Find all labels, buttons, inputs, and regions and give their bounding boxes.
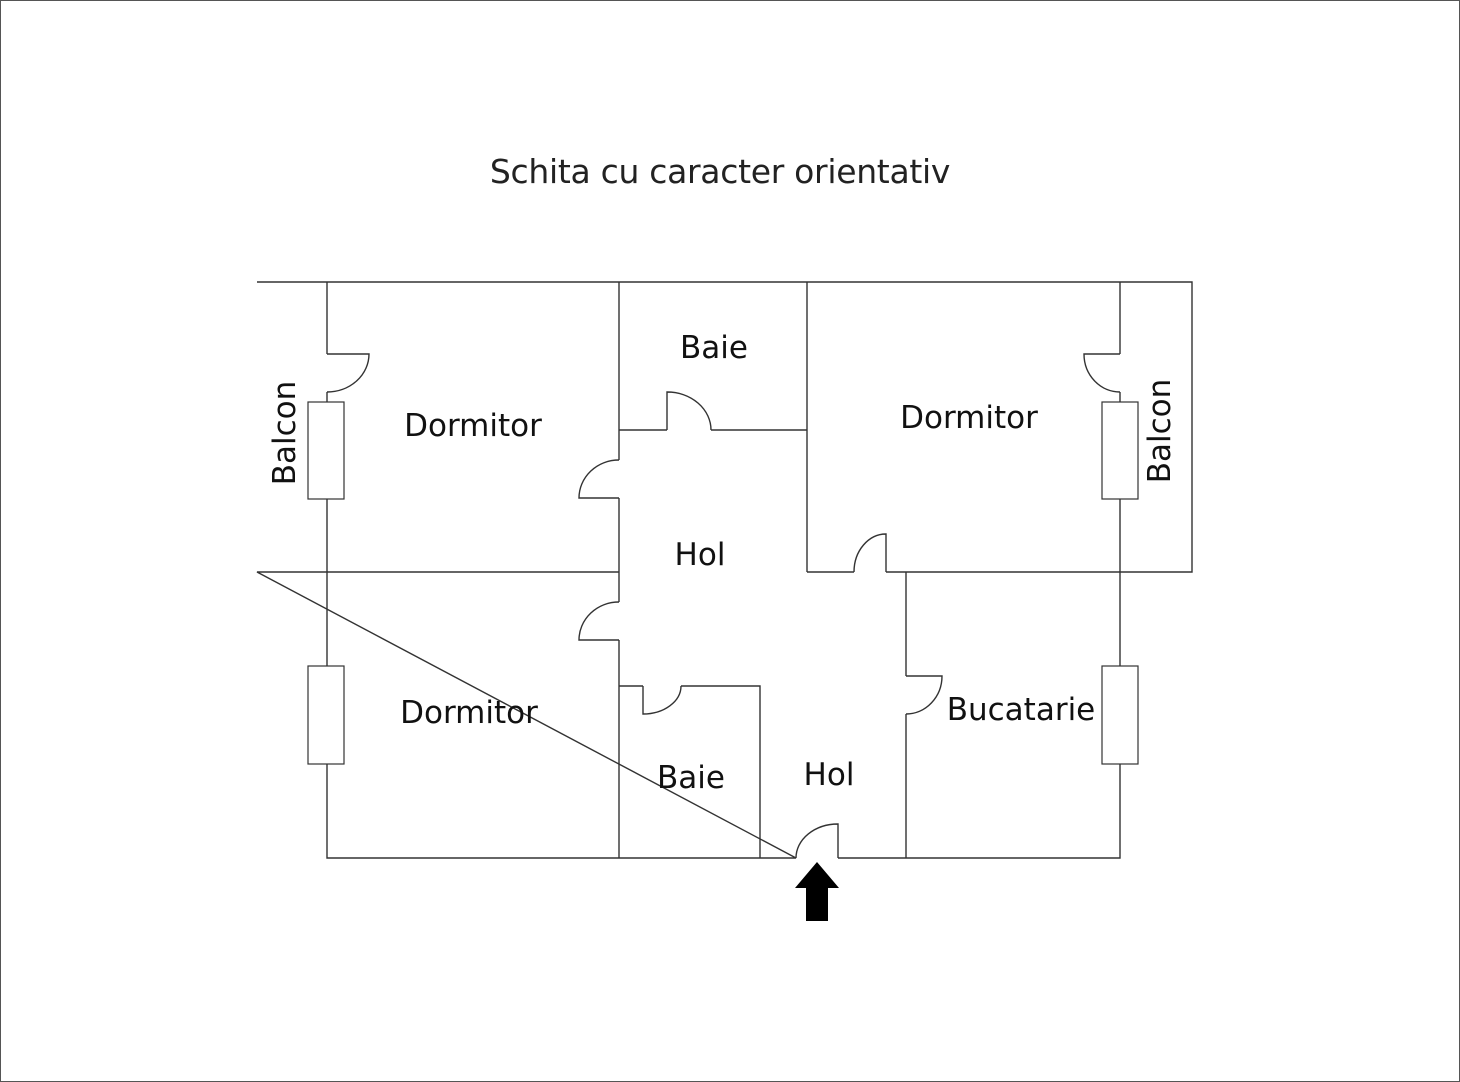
label-dormitor-top-left: Dormitor [404,408,542,444]
entrance-arrow-icon [795,862,839,921]
window-dormitor-bottom-left [307,665,345,765]
door-dormitor-top-left [578,459,620,499]
window-balcon-right [1101,401,1139,500]
label-baie-top: Baie [680,330,748,366]
page-title: Schita cu caracter orientativ [489,152,951,191]
label-bucatarie: Bucatarie [947,692,1096,728]
label-dormitor-bottom-left: Dormitor [400,695,538,731]
door-dormitor-top-right [853,533,887,573]
door-balcon-left [326,353,370,393]
door-baie-top [666,391,712,431]
label-dormitor-top-right: Dormitor [900,400,1038,436]
door-balcon-right [1083,353,1121,393]
label-baie-bottom: Baie [657,760,725,796]
door-entrance [795,823,839,859]
wall-baie-bottom [619,685,761,858]
door-dormitor-bottom-left [578,601,620,641]
label-balcon-left: Balcon [267,381,303,486]
window-balcon-left [307,401,345,500]
window-bucatarie [1101,665,1139,765]
wall-baie-top [619,282,808,572]
label-balcon-right: Balcon [1142,379,1178,484]
label-hol-center: Hol [675,537,726,573]
door-baie-bottom [642,685,682,715]
door-bucatarie [905,675,943,715]
label-hol-entrance: Hol [804,757,855,793]
